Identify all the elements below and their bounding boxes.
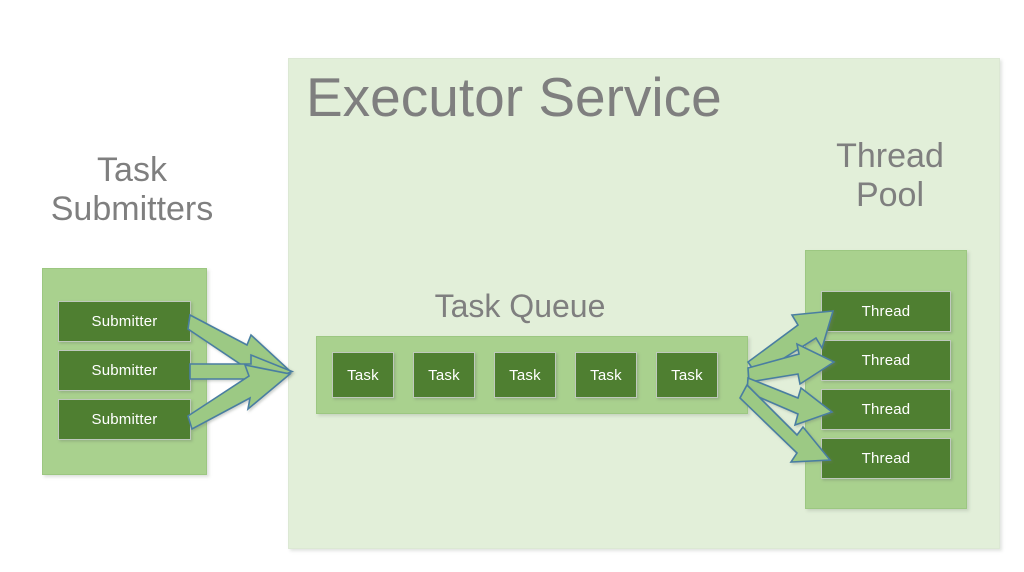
task-queue-caption: Task Queue (434, 288, 606, 324)
task-box[interactable]: Task (575, 352, 637, 398)
submitter-box[interactable]: Submitter (58, 301, 191, 342)
task-box[interactable]: Task (413, 352, 475, 398)
task-box[interactable]: Task (494, 352, 556, 398)
task-box[interactable]: Task (656, 352, 718, 398)
task-box[interactable]: Task (332, 352, 394, 398)
task-submitters-caption: Task Submitters (50, 151, 214, 229)
task-queue-group: Task Task Task Task Task (316, 336, 748, 414)
executor-service-title: Executor Service (306, 66, 722, 128)
thread-box[interactable]: Thread (821, 389, 951, 430)
submitter-box[interactable]: Submitter (58, 399, 191, 440)
thread-box[interactable]: Thread (821, 291, 951, 332)
task-submitters-group: Submitter Submitter Submitter (42, 268, 207, 475)
submitter-box[interactable]: Submitter (58, 350, 191, 391)
thread-box[interactable]: Thread (821, 438, 951, 479)
thread-pool-caption: Thread Pool (836, 137, 944, 215)
thread-box[interactable]: Thread (821, 340, 951, 381)
thread-pool-group: Thread Thread Thread Thread (805, 250, 967, 509)
